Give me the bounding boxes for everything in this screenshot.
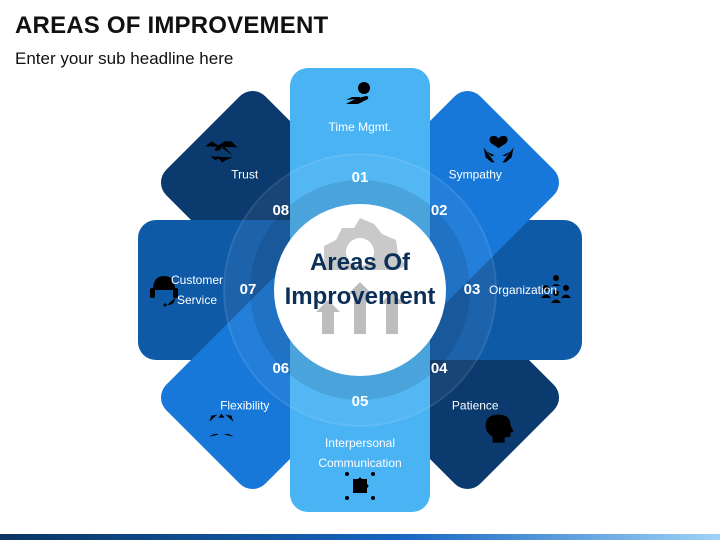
page-subtitle: Enter your sub headline here xyxy=(15,49,234,68)
petal-05 xyxy=(290,322,430,512)
petal-02-number: 02 xyxy=(431,202,448,219)
petal-03-label: Organization xyxy=(489,283,557,297)
center-title-line1: Areas Of xyxy=(310,249,411,276)
petal-01 xyxy=(290,68,430,258)
petal-01-label: Time Mgmt. xyxy=(329,120,392,134)
petal-03-number: 03 xyxy=(464,281,481,298)
petal-05-number: 05 xyxy=(352,393,369,410)
petal-07-number: 07 xyxy=(240,281,257,298)
gear-arrows-icon xyxy=(316,218,406,334)
petal-08-number: 08 xyxy=(272,202,289,219)
bottom-gradient-bar xyxy=(0,534,720,540)
petal-06-label: Flexibility xyxy=(220,398,269,412)
center-title-line2: Improvement xyxy=(285,283,436,310)
petal-01-number: 01 xyxy=(352,169,369,186)
petal-02-label: Sympathy xyxy=(449,168,502,182)
petal-08-label: Trust xyxy=(231,168,259,182)
page-title: AREAS OF IMPROVEMENT xyxy=(15,12,329,39)
petal-04-label: Patience xyxy=(452,398,499,412)
petal-06-number: 06 xyxy=(272,360,289,377)
petal-05-shape xyxy=(290,322,430,512)
petal-01-shape xyxy=(290,68,430,258)
petal-04-number: 04 xyxy=(431,360,448,377)
